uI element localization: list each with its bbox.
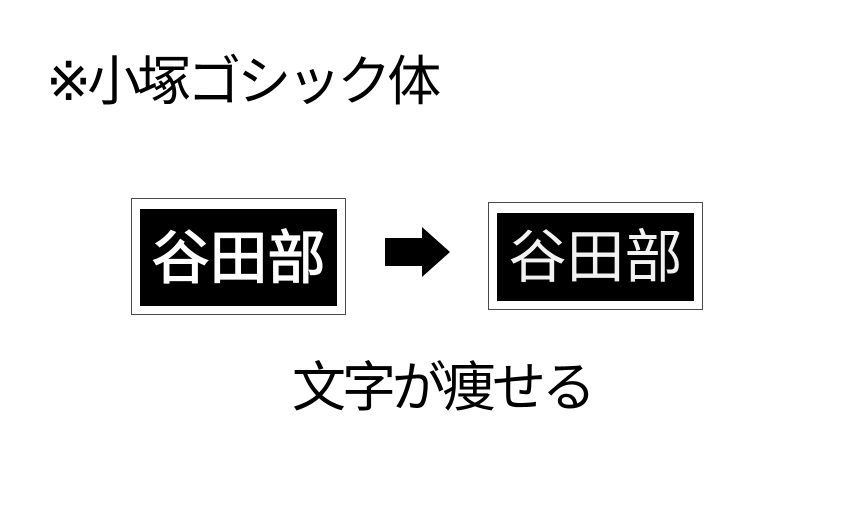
right-arrow-icon <box>385 227 450 277</box>
before-sample-fill: 谷田部 <box>140 209 337 306</box>
after-sample-text: 谷田部 <box>508 223 683 291</box>
before-sample-box: 谷田部 <box>131 198 346 315</box>
font-name-note: ※小塚ゴシック体 <box>46 50 441 113</box>
after-sample-fill: 谷田部 <box>497 213 694 301</box>
right-arrow-shape <box>385 227 450 277</box>
before-sample-text: 谷田部 <box>151 223 326 292</box>
after-sample-box: 谷田部 <box>488 202 703 310</box>
caption-label: 文字が痩せる <box>292 356 596 419</box>
